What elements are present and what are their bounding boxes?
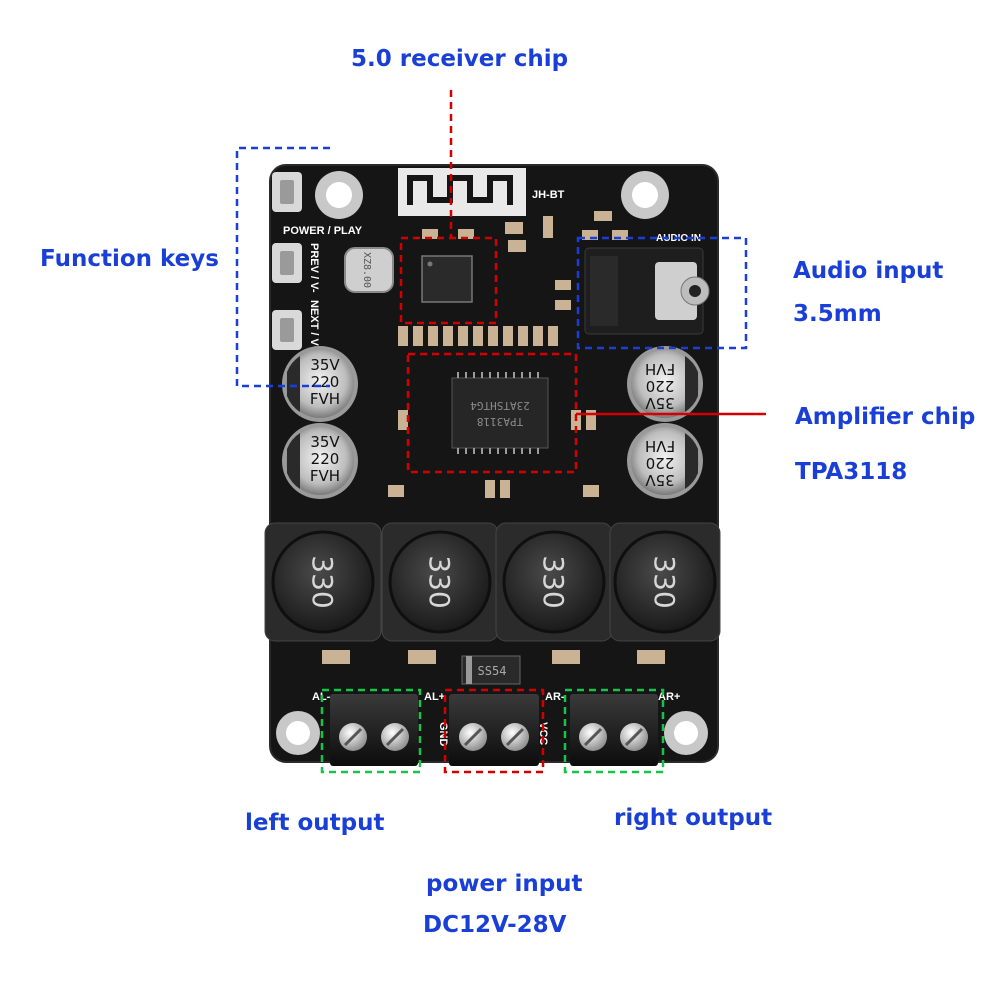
audio-input-box bbox=[576, 236, 748, 350]
cap1-series: FVH bbox=[310, 390, 340, 408]
power-input-label: power input bbox=[426, 871, 583, 897]
silk-diode: SS54 bbox=[478, 664, 507, 678]
silk-gnd: GND bbox=[437, 722, 449, 747]
prev-key bbox=[272, 243, 302, 283]
silk-ar-plus: AR+ bbox=[658, 691, 680, 703]
audio-input-label: Audio input bbox=[793, 258, 944, 284]
silk-ar-minus: AR- bbox=[545, 691, 565, 703]
silk-al-plus: AL+ bbox=[424, 691, 445, 703]
silk-amp-marking-2: 23ATSHTG4 bbox=[470, 399, 530, 412]
inductor-2: 330 bbox=[381, 522, 499, 642]
amplifier-model-label: TPA3118 bbox=[795, 459, 908, 485]
left-output-box bbox=[320, 688, 422, 774]
audio-input-size-label: 3.5mm bbox=[793, 301, 882, 327]
receiver-chip-box bbox=[399, 236, 498, 325]
inductor-2-label: 330 bbox=[423, 555, 456, 608]
cap4-series: FVH bbox=[645, 437, 675, 455]
mounting-hole-top-left bbox=[315, 171, 363, 219]
capacitor-top-right: 35V 220 FVH bbox=[627, 346, 703, 422]
left-output-label: left output bbox=[245, 810, 385, 836]
smd-misc bbox=[322, 211, 665, 664]
silk-jh-bt: JH-BT bbox=[532, 189, 565, 201]
power-play-key bbox=[272, 172, 302, 212]
cap1-value: 220 bbox=[311, 373, 340, 391]
cap1-voltage: 35V bbox=[310, 356, 340, 374]
cap3-voltage: 35V bbox=[645, 394, 675, 412]
inductor-3: 330 bbox=[495, 522, 613, 642]
right-output-box bbox=[563, 688, 665, 774]
mounting-hole-bottom-left bbox=[276, 711, 320, 755]
capacitor-mid-right: 35V 220 FVH bbox=[627, 423, 703, 499]
antenna-trace bbox=[407, 175, 513, 205]
silk-vcc: VCC bbox=[537, 722, 549, 745]
audio-jack bbox=[584, 247, 710, 335]
inductor-4-label: 330 bbox=[648, 555, 681, 608]
diode-ss54: SS54 bbox=[461, 655, 521, 685]
smd-component-row bbox=[398, 326, 558, 346]
inductor-4: 330 bbox=[609, 522, 721, 642]
inductor-3-label: 330 bbox=[537, 555, 570, 608]
capacitor-top-left: 35V 220 FVH bbox=[282, 346, 358, 422]
silk-prev: PREV / V- bbox=[308, 243, 320, 293]
cap3-series: FVH bbox=[645, 360, 675, 378]
function-keys-box bbox=[235, 146, 330, 388]
inductor-1: 330 bbox=[264, 522, 382, 642]
silk-crystal: XZ8.00 bbox=[361, 252, 372, 288]
silk-next: NEXT / V+ bbox=[308, 300, 320, 352]
cap4-value: 220 bbox=[646, 454, 675, 472]
power-input-terminal bbox=[449, 694, 539, 766]
cap3-value: 220 bbox=[646, 377, 675, 395]
cap2-series: FVH bbox=[310, 467, 340, 485]
cap2-voltage: 35V bbox=[310, 433, 340, 451]
receiver-chip-label: 5.0 receiver chip bbox=[351, 46, 569, 72]
cap4-voltage: 35V bbox=[645, 471, 675, 489]
left-output-terminal bbox=[330, 694, 418, 766]
next-key bbox=[272, 310, 302, 350]
amplifier-chip: TPA3118 23ATSHTG4 bbox=[451, 372, 549, 454]
right-output-terminal bbox=[570, 694, 658, 766]
cap2-value: 220 bbox=[311, 450, 340, 468]
inductor-1-label: 330 bbox=[306, 555, 339, 608]
mounting-hole-top-right bbox=[621, 171, 669, 219]
power-voltage-label: DC12V-28V bbox=[423, 912, 567, 938]
capacitor-mid-left: 35V 220 FVH bbox=[282, 423, 358, 499]
silk-power-play: POWER / PLAY bbox=[283, 225, 363, 237]
power-input-box bbox=[443, 688, 545, 774]
receiver-chip bbox=[421, 255, 473, 303]
amplifier-chip-box bbox=[406, 352, 578, 474]
mounting-hole-bottom-right bbox=[664, 711, 708, 755]
amplifier-chip-label: Amplifier chip bbox=[795, 404, 976, 430]
function-keys-label: Function keys bbox=[40, 246, 219, 272]
crystal-oscillator: XZ8.00 bbox=[344, 247, 394, 293]
right-output-label: right output bbox=[614, 805, 773, 831]
silk-amp-marking-1: TPA3118 bbox=[477, 415, 523, 428]
